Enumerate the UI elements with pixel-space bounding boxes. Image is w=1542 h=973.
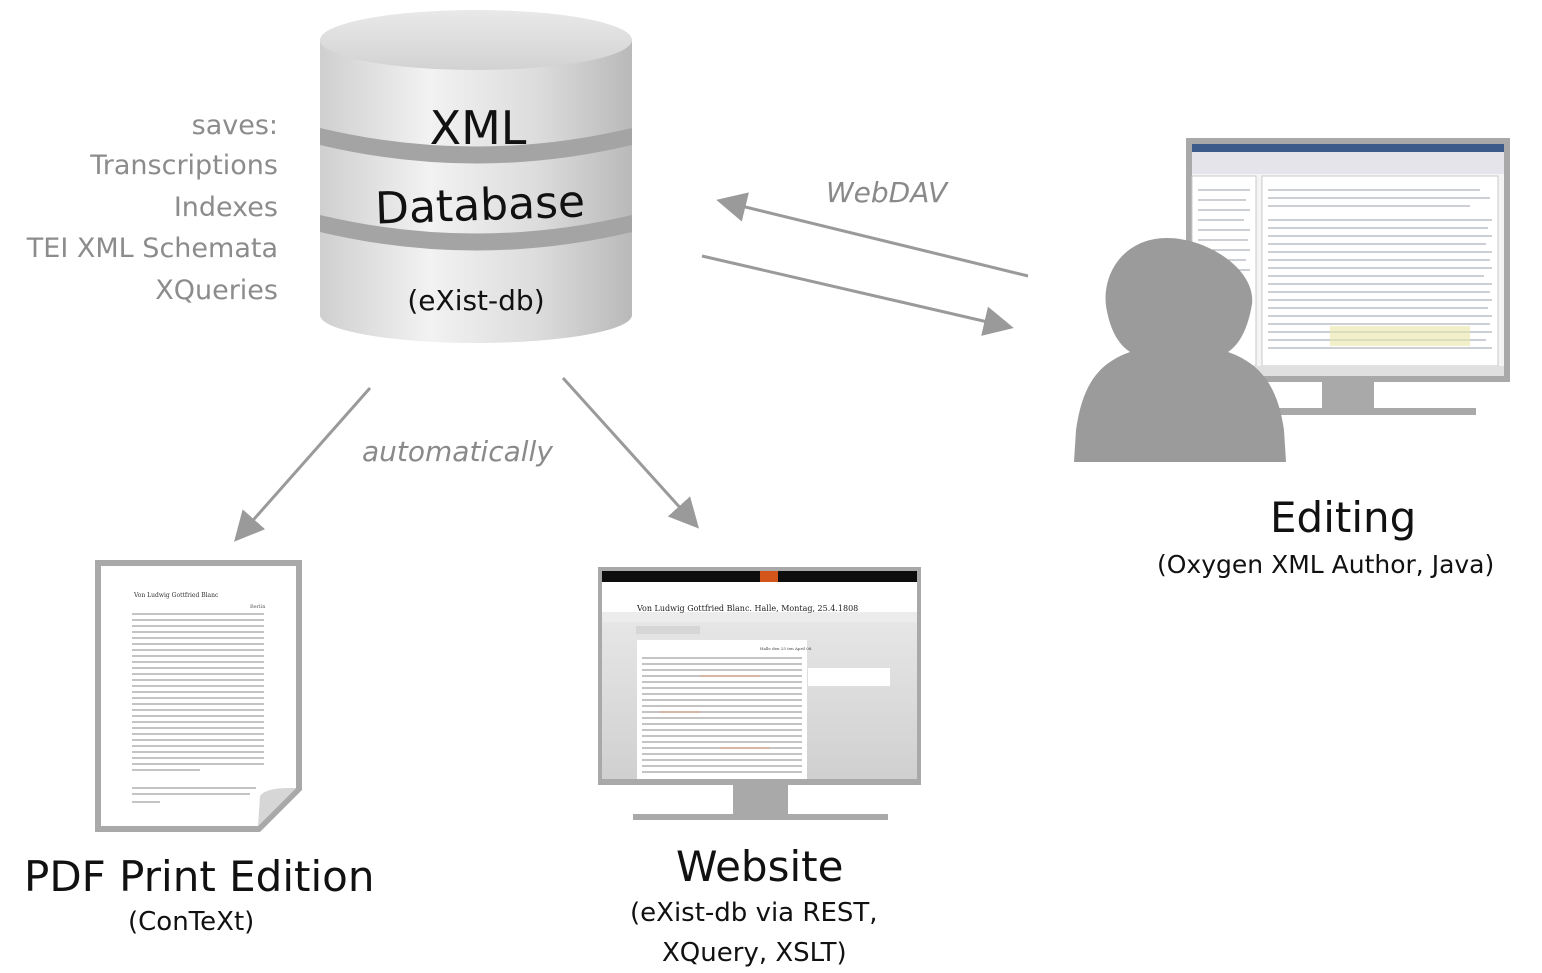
webdav-label: WebDAV bbox=[826, 176, 948, 209]
arrows bbox=[234, 192, 1029, 542]
database-cylinder-icon: XML Database (eXist-db) bbox=[320, 10, 632, 343]
db-line2: Database bbox=[374, 176, 586, 234]
saves-label: saves: bbox=[191, 110, 278, 141]
automatically-label: automatically bbox=[362, 435, 553, 468]
webdav-arrow-left bbox=[716, 192, 1029, 278]
website-title: Website bbox=[676, 842, 844, 891]
website-subtitle-line2: XQuery, XSLT) bbox=[662, 938, 847, 968]
user-silhouette-icon bbox=[1074, 238, 1286, 462]
saves-item-indexes: Indexes bbox=[173, 192, 278, 223]
pdf-doc-heading: Von Ludwig Gottfried Blanc bbox=[133, 592, 219, 599]
saves-item-transcriptions: Transcriptions bbox=[90, 150, 278, 181]
pdf-subtitle: (ConTeXt) bbox=[128, 907, 255, 937]
pdf-doc-subheading: Berlin bbox=[250, 604, 266, 610]
editing-title: Editing bbox=[1270, 493, 1417, 542]
pdf-title: PDF Print Edition bbox=[24, 852, 375, 901]
website-subtitle-line1: (eXist-db via REST, bbox=[630, 898, 878, 928]
saves-item-xqueries: XQueries bbox=[155, 275, 278, 306]
website-page-heading: Von Ludwig Gottfried Blanc. Halle, Monta… bbox=[636, 604, 858, 613]
editor-monitor-icon bbox=[1186, 138, 1510, 415]
website-page-date: Halle den 25 ten April 08. bbox=[760, 646, 813, 651]
db-line3: (eXist-db) bbox=[407, 284, 544, 317]
db-line1: XML bbox=[430, 101, 527, 155]
website-monitor-icon: Von Ludwig Gottfried Blanc. Halle, Monta… bbox=[598, 567, 921, 820]
arrow-to-website bbox=[561, 376, 700, 529]
saves-item-schemata: TEI XML Schemata bbox=[26, 233, 278, 264]
pdf-document-icon: Von Ludwig Gottfried Blanc Berlin bbox=[95, 560, 302, 832]
editing-subtitle: (Oxygen XML Author, Java) bbox=[1157, 550, 1495, 579]
webdav-arrow-right bbox=[701, 254, 1014, 336]
arrow-to-pdf bbox=[234, 387, 372, 542]
